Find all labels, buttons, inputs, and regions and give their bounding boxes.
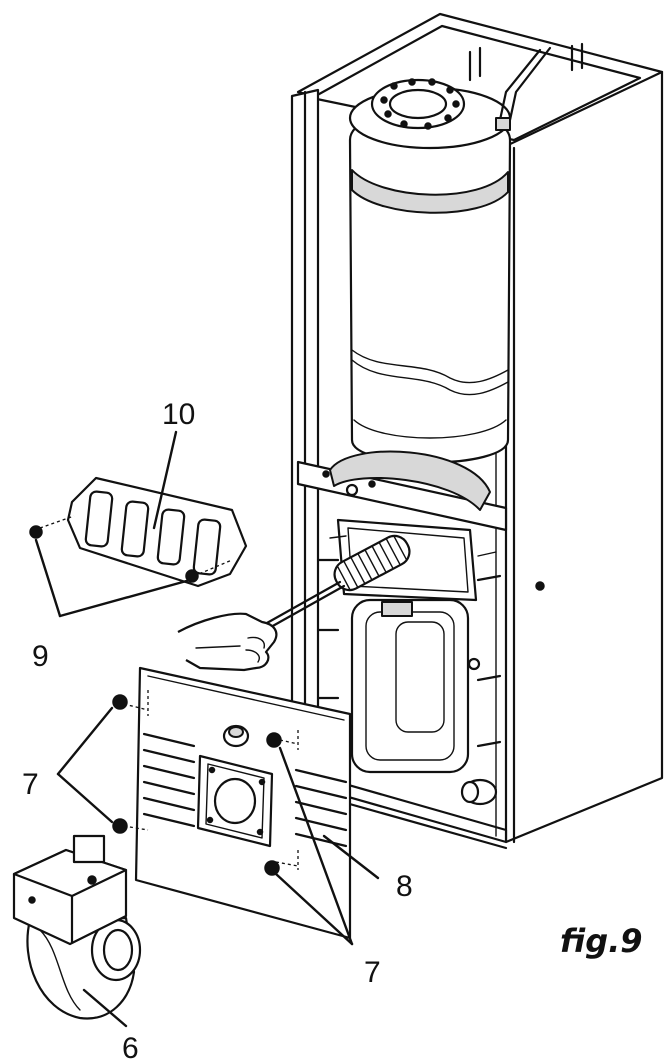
- callout-7-left: 7: [22, 768, 39, 801]
- callout-10: 10: [162, 398, 195, 431]
- hand-with-brush: [177, 580, 346, 672]
- leader-8: [322, 834, 380, 880]
- callout-6: 6: [122, 1032, 139, 1062]
- panel-nut-top-left: [112, 694, 128, 710]
- combustion-chamber: [296, 450, 508, 806]
- leader-9-left: [34, 538, 62, 618]
- leader-lines: [34, 430, 380, 1028]
- access-cover-plate: [39, 476, 248, 588]
- boiler-cabinet: [290, 12, 664, 850]
- leader-6: [82, 988, 128, 1028]
- burner-fan-assembly: [12, 834, 142, 1020]
- panel-nut-bottom-right: [264, 860, 280, 876]
- leader-10: [152, 430, 178, 530]
- leader-7-right-top: [278, 746, 354, 946]
- leader-7-left-bottom: [56, 772, 114, 824]
- burner-front-panel: [123, 666, 352, 940]
- panel-nut-top-right: [266, 732, 282, 748]
- panel-nut-bottom-left: [112, 818, 128, 834]
- callout-7-right: 7: [364, 956, 381, 989]
- leader-7-right-bottom: [274, 872, 354, 946]
- leader-9-right: [58, 578, 192, 618]
- cover-nut-left: [29, 525, 43, 539]
- callout-9: 9: [32, 640, 49, 673]
- hot-water-tank: [348, 42, 584, 464]
- figure-label: fig.9: [560, 922, 643, 960]
- leader-7-left-top: [56, 706, 114, 776]
- callout-8: 8: [396, 870, 413, 903]
- cover-nut-right: [185, 569, 199, 583]
